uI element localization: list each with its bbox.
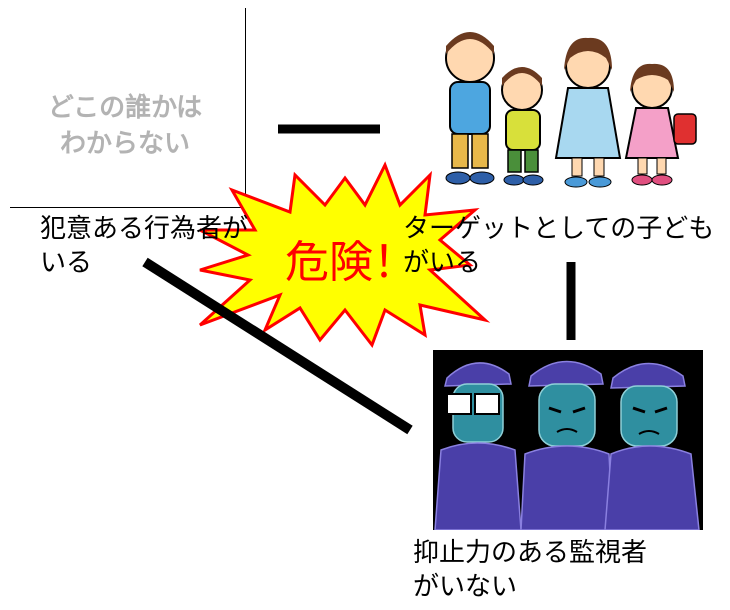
target-line2: がいる xyxy=(403,248,482,278)
child-figure-2 xyxy=(501,67,544,186)
unknown-person-line2: わからない xyxy=(59,129,190,159)
guardian-label: 抑止力のある監視者 がいない xyxy=(413,536,713,604)
target-label: ターゲットとしての子ども がいる xyxy=(403,212,730,280)
guardian-line2: がいない xyxy=(413,572,518,602)
children-walking-icon xyxy=(445,32,697,188)
danger-burst xyxy=(198,161,491,349)
guard-figure-1 xyxy=(434,362,522,530)
offender-label: 犯意ある行為者が いる xyxy=(40,212,320,280)
guard-figure-2 xyxy=(520,360,614,530)
children-illustration xyxy=(430,18,705,193)
diagonal-connector-line xyxy=(142,257,413,435)
child-figure-4 xyxy=(624,63,697,186)
target-line1: ターゲットとしての子ども xyxy=(403,214,715,244)
offender-line2: いる xyxy=(40,248,93,278)
offender-line1: 犯意ある行為者が xyxy=(40,214,249,244)
unknown-person-box xyxy=(10,8,246,208)
unknown-person-label: どこの誰かは わからない xyxy=(20,90,230,162)
unknown-person-line1: どこの誰かは xyxy=(47,93,203,123)
danger-label: 危険！ xyxy=(285,237,417,288)
child-figure-1 xyxy=(445,32,495,185)
guards-illustration xyxy=(433,350,703,530)
guard-figure-3 xyxy=(604,362,700,530)
child-figure-3 xyxy=(554,37,622,188)
guards-icon xyxy=(434,360,700,530)
guardian-line1: 抑止力のある監視者 xyxy=(413,538,648,568)
